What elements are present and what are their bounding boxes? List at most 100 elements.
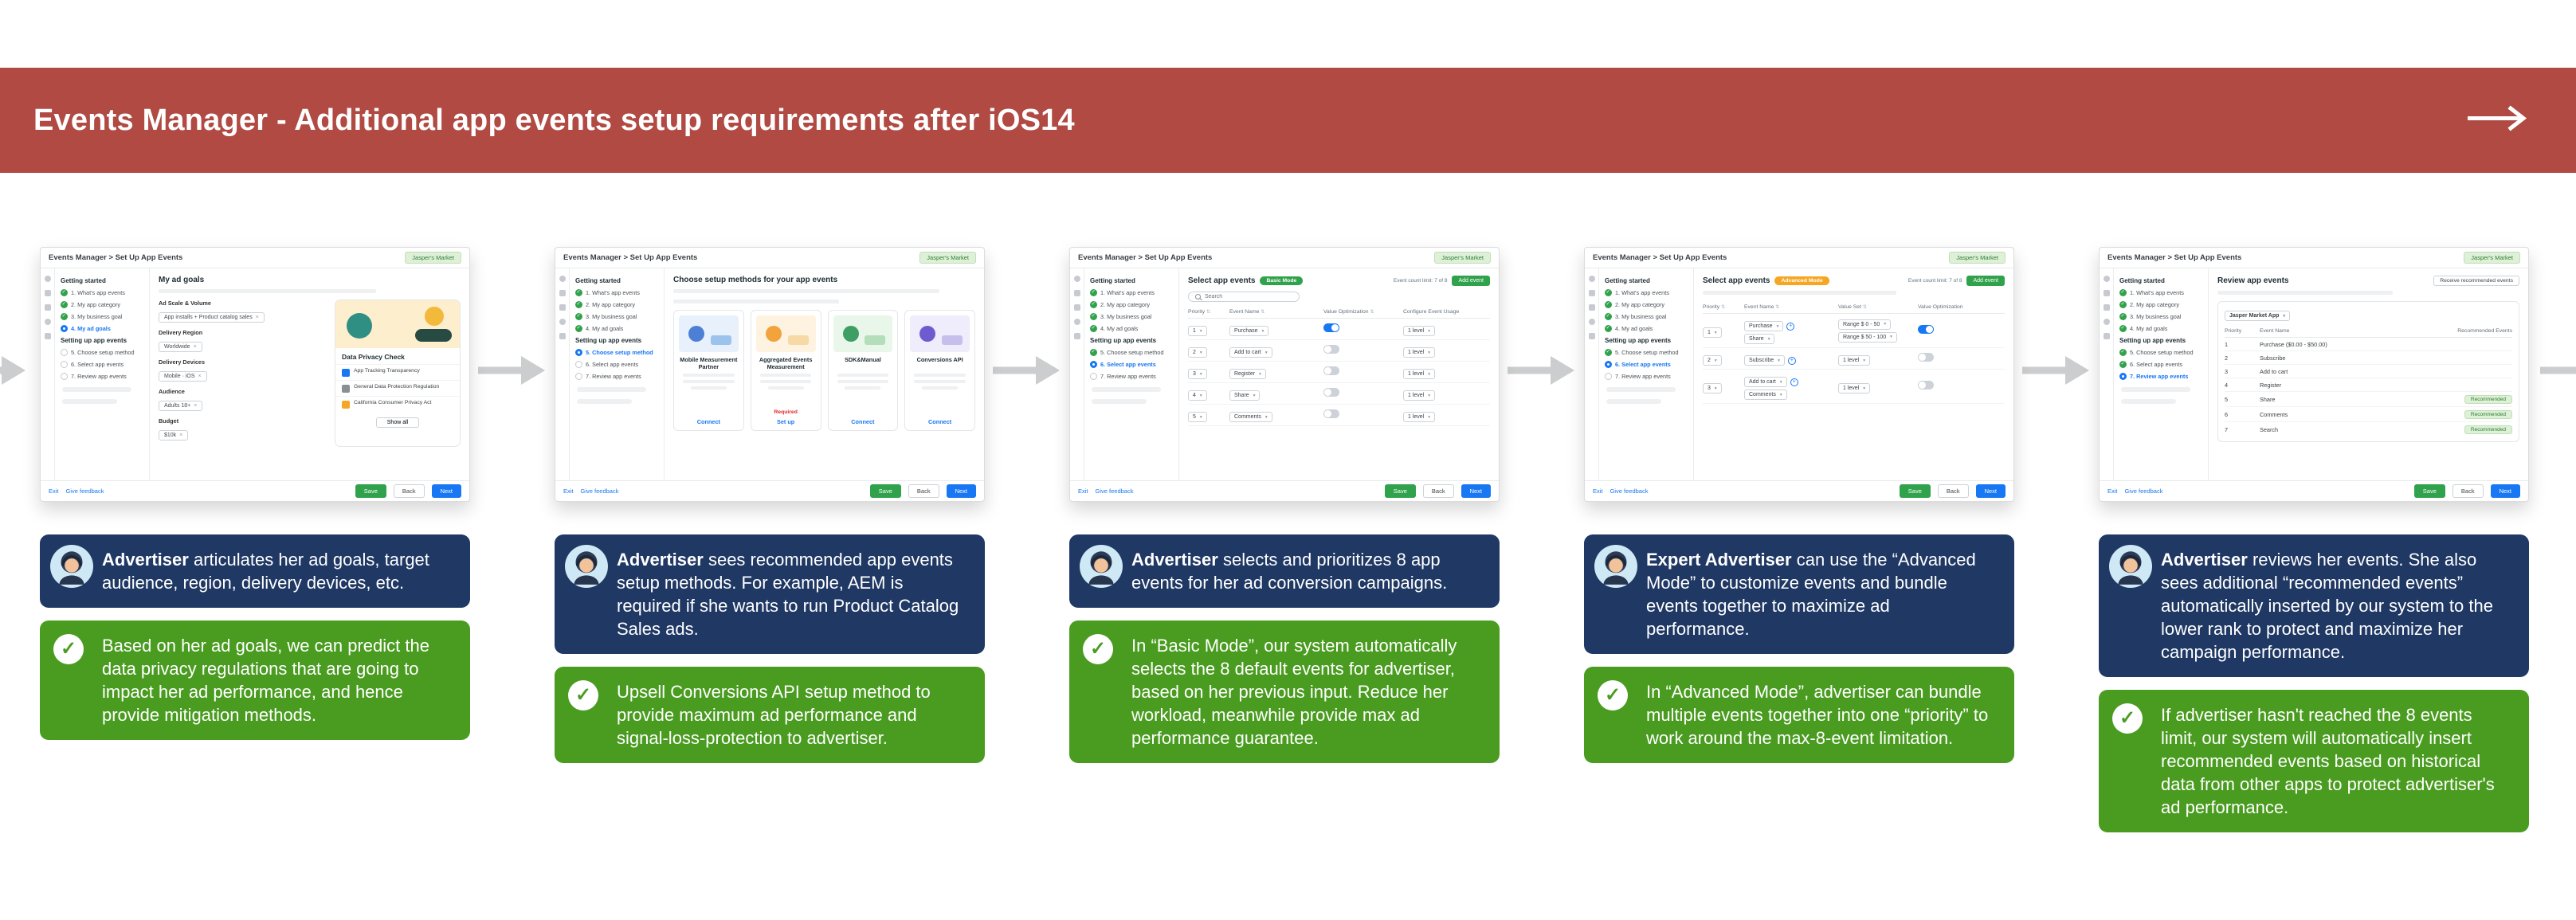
- value-chip[interactable]: Adults 18+×: [159, 401, 203, 411]
- feedback-link[interactable]: Give feedback: [2124, 487, 2163, 495]
- sidebar-step[interactable]: 7. Review app events: [1605, 373, 1688, 380]
- sidebar-step[interactable]: 6. Select app events: [61, 361, 143, 368]
- save-button[interactable]: Save: [1384, 484, 1416, 498]
- event-select[interactable]: Share▾: [1229, 390, 1261, 401]
- sidebar-step[interactable]: 4. My ad goals: [1605, 324, 1688, 332]
- sidebar-step[interactable]: 2. My app category: [1090, 300, 1173, 308]
- priority-select[interactable]: 3▾: [1188, 369, 1207, 379]
- sidebar-step[interactable]: 4. My ad goals: [1090, 324, 1173, 332]
- feedback-link[interactable]: Give feedback: [1095, 487, 1134, 495]
- account-badge[interactable]: Jasper's Market: [405, 252, 461, 264]
- sidebar-step-current[interactable]: 6. Select app events: [1090, 361, 1173, 368]
- next-button[interactable]: Next: [946, 484, 976, 498]
- next-button[interactable]: Next: [431, 484, 461, 498]
- value-chip[interactable]: App installs + Product catalog sales×: [159, 312, 265, 323]
- add-bundle-icon[interactable]: +: [1790, 378, 1798, 386]
- setup-method-card[interactable]: SDK&Manual Connect: [827, 310, 899, 431]
- value-optimization-toggle[interactable]: [1918, 325, 1934, 334]
- sidebar-step[interactable]: 2. My app category: [1605, 300, 1688, 308]
- exit-link[interactable]: Exit: [563, 487, 574, 495]
- add-event-button[interactable]: Add event: [1966, 276, 2005, 286]
- exit-link[interactable]: Exit: [2107, 487, 2118, 495]
- setup-method-card[interactable]: Aggregated Events Measurement Required S…: [750, 310, 821, 431]
- value-set-select[interactable]: 1 level▾: [1838, 383, 1870, 393]
- sidebar-step[interactable]: 3. My business goal: [1090, 312, 1173, 320]
- sidebar-step[interactable]: 7. Review app events: [61, 373, 143, 380]
- sidebar-step-current[interactable]: 7. Review app events: [2119, 373, 2202, 380]
- account-badge[interactable]: Jasper's Market: [1949, 252, 2006, 264]
- next-button[interactable]: Next: [2490, 484, 2520, 498]
- sidebar-step-current[interactable]: 5. Choose setup method: [575, 349, 658, 356]
- usage-select[interactable]: 1 level▾: [1403, 369, 1435, 379]
- sidebar-step-current[interactable]: 4. My ad goals: [61, 325, 143, 332]
- remove-icon[interactable]: ×: [194, 403, 198, 409]
- value-set-select[interactable]: Range $ 50 - 100▾: [1838, 331, 1897, 343]
- value-set-select[interactable]: Range $ 0 - 50▾: [1838, 319, 1892, 330]
- feedback-link[interactable]: Give feedback: [580, 487, 619, 495]
- priority-select[interactable]: 1▾: [1188, 326, 1207, 336]
- sidebar-step[interactable]: 4. My ad goals: [575, 324, 658, 332]
- remove-icon[interactable]: ×: [193, 344, 197, 350]
- value-chip[interactable]: $10k×: [159, 430, 189, 440]
- priority-select[interactable]: 4▾: [1188, 390, 1207, 401]
- feedback-link[interactable]: Give feedback: [1610, 487, 1649, 495]
- save-button[interactable]: Save: [1899, 484, 1931, 498]
- show-all-button[interactable]: Show all: [375, 417, 420, 428]
- save-button[interactable]: Save: [355, 484, 386, 498]
- usage-select[interactable]: 1 level▾: [1403, 390, 1435, 401]
- sidebar-step[interactable]: 5. Choose setup method: [61, 349, 143, 356]
- value-chip[interactable]: Mobile · iOS×: [159, 371, 207, 382]
- event-select[interactable]: Add to cart▾: [1744, 377, 1787, 387]
- remove-icon[interactable]: ×: [198, 374, 202, 379]
- priority-select[interactable]: 3▾: [1703, 383, 1722, 393]
- sidebar-step[interactable]: 1. What's app events: [1605, 288, 1688, 296]
- sidebar-step[interactable]: 2. My app category: [61, 300, 143, 308]
- account-badge[interactable]: Jasper's Market: [1434, 252, 1491, 264]
- setup-link[interactable]: Set up: [776, 418, 795, 425]
- save-button[interactable]: Save: [2413, 484, 2445, 498]
- setup-method-card[interactable]: Mobile Measurement Partner Connect: [673, 310, 744, 431]
- priority-select[interactable]: 1▾: [1703, 327, 1722, 338]
- event-select[interactable]: Register▾: [1229, 369, 1266, 379]
- back-button[interactable]: Back: [1937, 484, 1969, 498]
- value-optimization-toggle[interactable]: [1323, 388, 1339, 397]
- remove-icon[interactable]: ×: [255, 315, 259, 320]
- event-select[interactable]: Subscribe▾: [1744, 355, 1785, 366]
- sidebar-step[interactable]: 1. What's app events: [575, 288, 658, 296]
- sidebar-step[interactable]: 3. My business goal: [575, 312, 658, 320]
- back-button[interactable]: Back: [393, 484, 425, 498]
- priority-select[interactable]: 5▾: [1188, 412, 1207, 422]
- priority-select[interactable]: 2▾: [1703, 355, 1722, 366]
- back-button[interactable]: Back: [2452, 484, 2484, 498]
- app-select[interactable]: Jasper Market App▾: [2225, 311, 2291, 321]
- usage-select[interactable]: 1 level▾: [1403, 326, 1435, 336]
- event-select[interactable]: Comments▾: [1744, 390, 1787, 400]
- sidebar-step[interactable]: 6. Select app events: [2119, 360, 2202, 368]
- exit-link[interactable]: Exit: [1593, 487, 1603, 495]
- value-set-select[interactable]: 1 level▾: [1838, 355, 1870, 366]
- event-select[interactable]: Purchase▾: [1744, 321, 1784, 331]
- add-bundle-icon[interactable]: +: [1787, 357, 1796, 365]
- sidebar-step[interactable]: 7. Review app events: [575, 373, 658, 380]
- sidebar-step[interactable]: 7. Review app events: [1090, 373, 1173, 380]
- value-optimization-toggle[interactable]: [1323, 345, 1339, 354]
- value-optimization-toggle[interactable]: [1323, 323, 1339, 332]
- search-box[interactable]: [1188, 292, 1300, 302]
- sidebar-step[interactable]: 5. Choose setup method: [1090, 348, 1173, 356]
- exit-link[interactable]: Exit: [49, 487, 59, 495]
- event-select[interactable]: Comments▾: [1229, 412, 1272, 422]
- priority-select[interactable]: 2▾: [1188, 347, 1207, 358]
- connect-link[interactable]: Connect: [851, 418, 875, 425]
- next-button[interactable]: Next: [1975, 484, 2006, 498]
- sidebar-step[interactable]: 3. My business goal: [61, 312, 143, 320]
- sidebar-step[interactable]: 2. My app category: [575, 300, 658, 308]
- value-optimization-toggle[interactable]: [1918, 381, 1934, 390]
- exit-link[interactable]: Exit: [1078, 487, 1088, 495]
- next-button[interactable]: Next: [1461, 484, 1491, 498]
- search-input[interactable]: [1205, 294, 1292, 299]
- add-bundle-icon[interactable]: +: [1786, 323, 1795, 331]
- account-badge[interactable]: Jasper's Market: [2464, 252, 2520, 264]
- value-optimization-toggle[interactable]: [1323, 366, 1339, 375]
- sidebar-step[interactable]: 5. Choose setup method: [1605, 348, 1688, 356]
- sidebar-step-current[interactable]: 6. Select app events: [1605, 361, 1688, 368]
